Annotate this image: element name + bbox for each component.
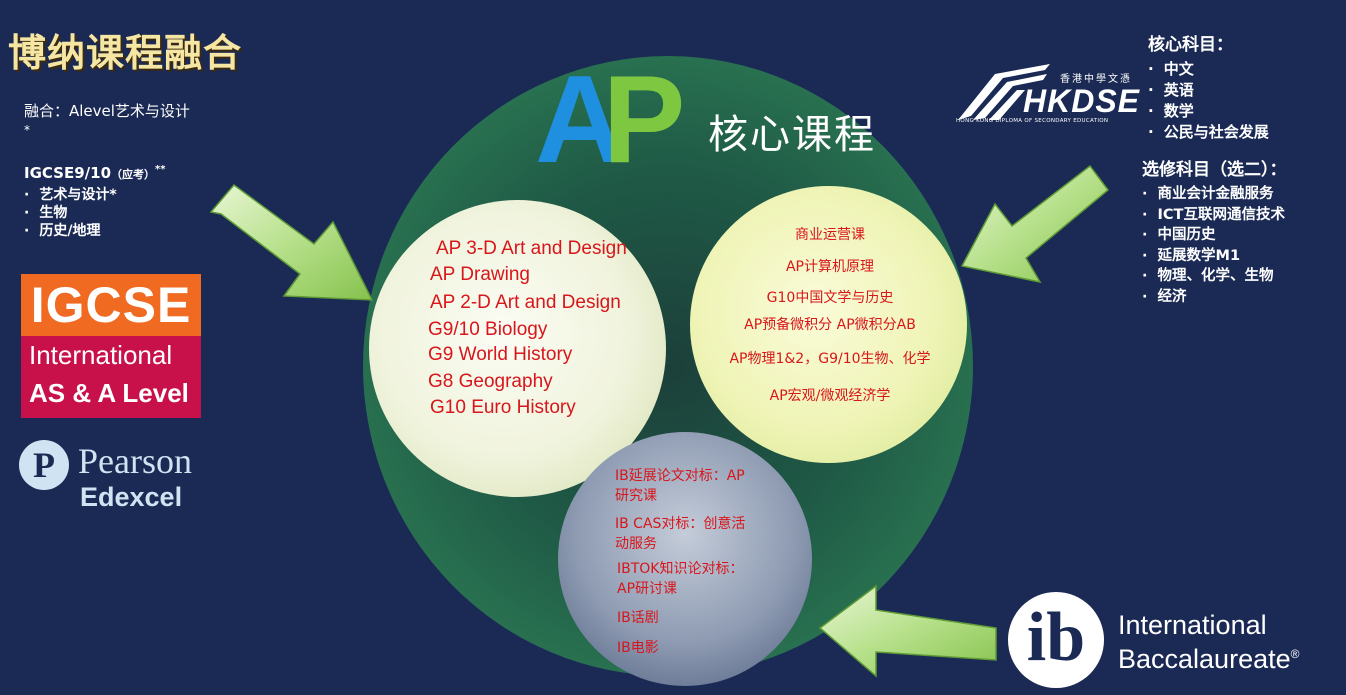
arrow-ib-to-ap xyxy=(818,584,997,678)
ib-aligned-circle xyxy=(558,432,812,686)
edexcel-name: Edexcel xyxy=(80,482,183,512)
course-item: 研究课 xyxy=(615,488,657,504)
hkdse-english-name: HONG KONG DIPLOMA OF SECONDARY EDUCATION xyxy=(956,118,1109,124)
course-item: G8 Geography xyxy=(428,371,553,392)
core-subjects-title: 核心科目： xyxy=(1148,35,1233,55)
course-item: G9 World History xyxy=(428,344,573,365)
course-item: IB电影 xyxy=(617,640,659,656)
course-item: AP计算机原理 xyxy=(785,259,875,275)
list-item: 艺术与设计* xyxy=(24,186,166,204)
igcse-subject-list: 艺术与设计* 生物 历史/地理 xyxy=(24,186,166,240)
arrow-igcse-to-ap xyxy=(209,183,374,301)
list-item: 物理、化学、生物 xyxy=(1142,266,1287,287)
course-item: 动服务 xyxy=(615,536,657,552)
fusion-note: 融合：Alevel艺术与设计 * xyxy=(24,102,190,140)
course-item: AP预备微积分 AP微积分AB xyxy=(744,317,916,333)
pearson-name: Pearson xyxy=(78,441,192,481)
ib-registered-mark: ® xyxy=(1290,647,1300,661)
pearson-mark: P xyxy=(33,445,55,485)
igcse-title-note: （应考） xyxy=(111,168,156,181)
course-item: G9/10 Biology xyxy=(428,319,548,340)
fusion-text: 融合：Alevel艺术与设计 xyxy=(24,102,190,120)
art-science-history-circle xyxy=(369,200,666,497)
course-item: AP研讨课 xyxy=(617,581,678,597)
list-item: 中文 xyxy=(1148,59,1269,80)
ap-logo-p: P xyxy=(602,51,686,189)
igcse-logo: IGCSE International AS & A Level xyxy=(21,274,201,418)
course-item: AP宏观/微观经济学 xyxy=(769,388,891,404)
hkdse-wordmark: HKDSE xyxy=(1023,83,1141,119)
pearson-icon: P xyxy=(19,440,69,490)
list-item: 生物 xyxy=(24,204,166,222)
ap-logo-a: A xyxy=(535,51,624,189)
igcse-logo-line2: International xyxy=(29,340,173,370)
ib-name-line2: Baccalaureate® xyxy=(1118,644,1299,675)
igcse-title-stars: ** xyxy=(155,164,166,175)
core-subject-list: 中文 英语 数学 公民与社会发展 xyxy=(1148,59,1269,143)
course-item: AP物理1&2，G9/10生物、化学 xyxy=(729,351,931,367)
ap-logo: AP xyxy=(535,58,685,182)
ib-logo-icon: ib xyxy=(1008,592,1104,688)
igcse-logo-line1: IGCSE xyxy=(21,274,201,336)
elective-subjects-title: 选修科目（选二）： xyxy=(1142,160,1287,180)
list-item: 经济 xyxy=(1142,287,1287,308)
list-item: ICT互联网通信技术 xyxy=(1142,205,1287,226)
igcse-subjects: IGCSE9/10（应考）** 艺术与设计* 生物 历史/地理 xyxy=(24,164,166,240)
ib-name-line1: International xyxy=(1118,610,1267,640)
course-item: IB话剧 xyxy=(617,610,659,626)
arrow-hkdse-to-ap xyxy=(960,164,1110,284)
hkdse-aligned-circle xyxy=(690,186,967,463)
course-item: AP 3-D Art and Design xyxy=(436,238,627,259)
course-item: G10中国文学与历史 xyxy=(766,290,894,306)
course-item: IB延展论文对标：AP xyxy=(615,468,745,484)
igcse-logo-line3: AS & A Level xyxy=(29,378,189,408)
course-item: 商业运营课 xyxy=(795,227,865,243)
course-item: AP Drawing xyxy=(430,264,530,285)
course-item: G10 Euro History xyxy=(430,397,576,418)
list-item: 数学 xyxy=(1148,101,1269,122)
fusion-star: * xyxy=(24,123,30,137)
hkdse-elective-subjects: 选修科目（选二）： 商业会计金融服务 ICT互联网通信技术 中国历史 延展数学M… xyxy=(1142,155,1287,307)
igcse-subjects-title: IGCSE9/10（应考）** xyxy=(24,164,166,182)
ib-mark: ib xyxy=(1026,599,1086,676)
course-item: IB CAS对标：创意活 xyxy=(615,516,746,532)
ib-name-text: Baccalaureate xyxy=(1118,644,1291,674)
hkdse-core-subjects: 核心科目： 中文 英语 数学 公民与社会发展 xyxy=(1148,30,1269,143)
hkdse-emblem-icon xyxy=(958,64,1050,120)
list-item: 英语 xyxy=(1148,80,1269,101)
core-curriculum-title: 核心课程 xyxy=(708,112,876,158)
list-item: 中国历史 xyxy=(1142,225,1287,246)
course-item: AP 2-D Art and Design xyxy=(430,292,621,313)
list-item: 商业会计金融服务 xyxy=(1142,184,1287,205)
elective-subject-list: 商业会计金融服务 ICT互联网通信技术 中国历史 延展数学M1 物理、化学、生物… xyxy=(1142,184,1287,307)
list-item: 历史/地理 xyxy=(24,222,166,240)
list-item: 延展数学M1 xyxy=(1142,246,1287,267)
hkdse-chinese-name: 香港中學文憑 xyxy=(1060,74,1132,85)
igcse-title-text: IGCSE9/10 xyxy=(24,164,112,182)
page-title: 博纳课程融合 xyxy=(8,31,243,75)
list-item: 公民与社会发展 xyxy=(1148,122,1269,143)
course-item: IBTOK知识论对标： xyxy=(617,561,744,577)
